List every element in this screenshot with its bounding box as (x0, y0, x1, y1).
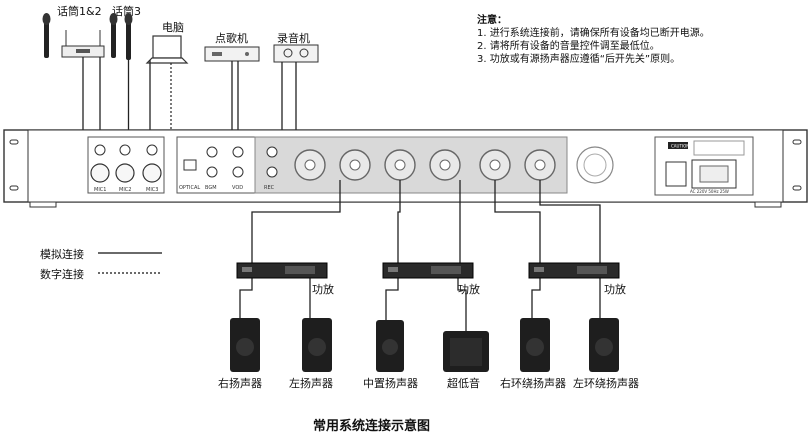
panel-labels: MIC1 MIC2 MIC3 OPTICAL BGM VOD REC CAUTI… (94, 144, 729, 195)
speaker-right-surround (520, 318, 550, 372)
notes-block: 注意： 1. 进行系统连接前，请确保所有设备均已断开电源。 2. 请将所有设备的… (477, 14, 710, 66)
speaker-right (230, 318, 260, 372)
wireless-mic-receiver (61, 30, 105, 58)
amplifier-2 (382, 262, 474, 279)
speaker-label-left: 左扬声器 (289, 377, 333, 390)
speaker-center (376, 320, 404, 372)
speaker-label-left-surround: 左环绕扬声器 (573, 377, 639, 390)
note-item: 2. 请将所有设备的音量控件调至最低位。 (477, 41, 660, 52)
pc-label: 电脑 (162, 21, 184, 34)
power-rating-label: AC 220V 50Hz 25W (690, 189, 729, 194)
mic12-label: 话筒1&2 (57, 5, 102, 18)
amp-label-2: 功放 (458, 283, 480, 296)
speaker-label-right-surround: 右环绕扬声器 (500, 377, 566, 390)
note-item: 1. 进行系统连接前，请确保所有设备均已断开电源。 (477, 28, 710, 39)
speaker-label-center: 中置扬声器 (363, 377, 418, 390)
karaoke-label: 点歌机 (215, 32, 248, 45)
jack-label-optical: OPTICAL (179, 185, 200, 191)
mic3-label: 话筒3 (112, 5, 141, 18)
speaker-label-sub: 超低音 (447, 377, 480, 390)
laptop-icon (145, 35, 189, 64)
microphone-icon (42, 13, 51, 58)
microphone-icon (109, 13, 118, 58)
speaker-subwoofer (443, 331, 489, 372)
speaker-left (302, 318, 332, 372)
karaoke-player-icon (204, 46, 260, 62)
rack-unit (3, 129, 808, 208)
amplifier-3 (528, 262, 620, 279)
jack-label-mic2: MIC2 (119, 187, 131, 193)
jack-label-vod: VOD (232, 185, 243, 191)
caution-label: CAUTION (671, 144, 689, 149)
fan-icon (576, 146, 614, 184)
amp-label-1: 功放 (312, 283, 334, 296)
jack-label-mic1: MIC1 (94, 187, 106, 193)
jack-label-bgm: BGM (205, 185, 217, 191)
speaker-left-surround (589, 318, 619, 372)
legend-digital-label: 数字连接 (40, 268, 84, 281)
amplifier-1 (236, 262, 328, 279)
recorder-icon (273, 44, 319, 63)
diagram-caption: 常用系统连接示意图 (313, 419, 431, 434)
note-item: 3. 功放或有源扬声器应遵循“后开先关”原则。 (477, 54, 681, 65)
notes-title: 注意： (477, 15, 507, 26)
microphone-icon (124, 13, 133, 60)
speaker-cables (239, 180, 601, 333)
legend-analog-label: 模拟连接 (40, 248, 84, 261)
jack-label-rec: REC (264, 185, 275, 191)
speaker-label-right: 右扬声器 (218, 377, 262, 390)
recorder-label: 录音机 (277, 32, 310, 45)
amp-label-3: 功放 (604, 283, 626, 296)
jack-label-mic3: MIC3 (146, 187, 158, 193)
